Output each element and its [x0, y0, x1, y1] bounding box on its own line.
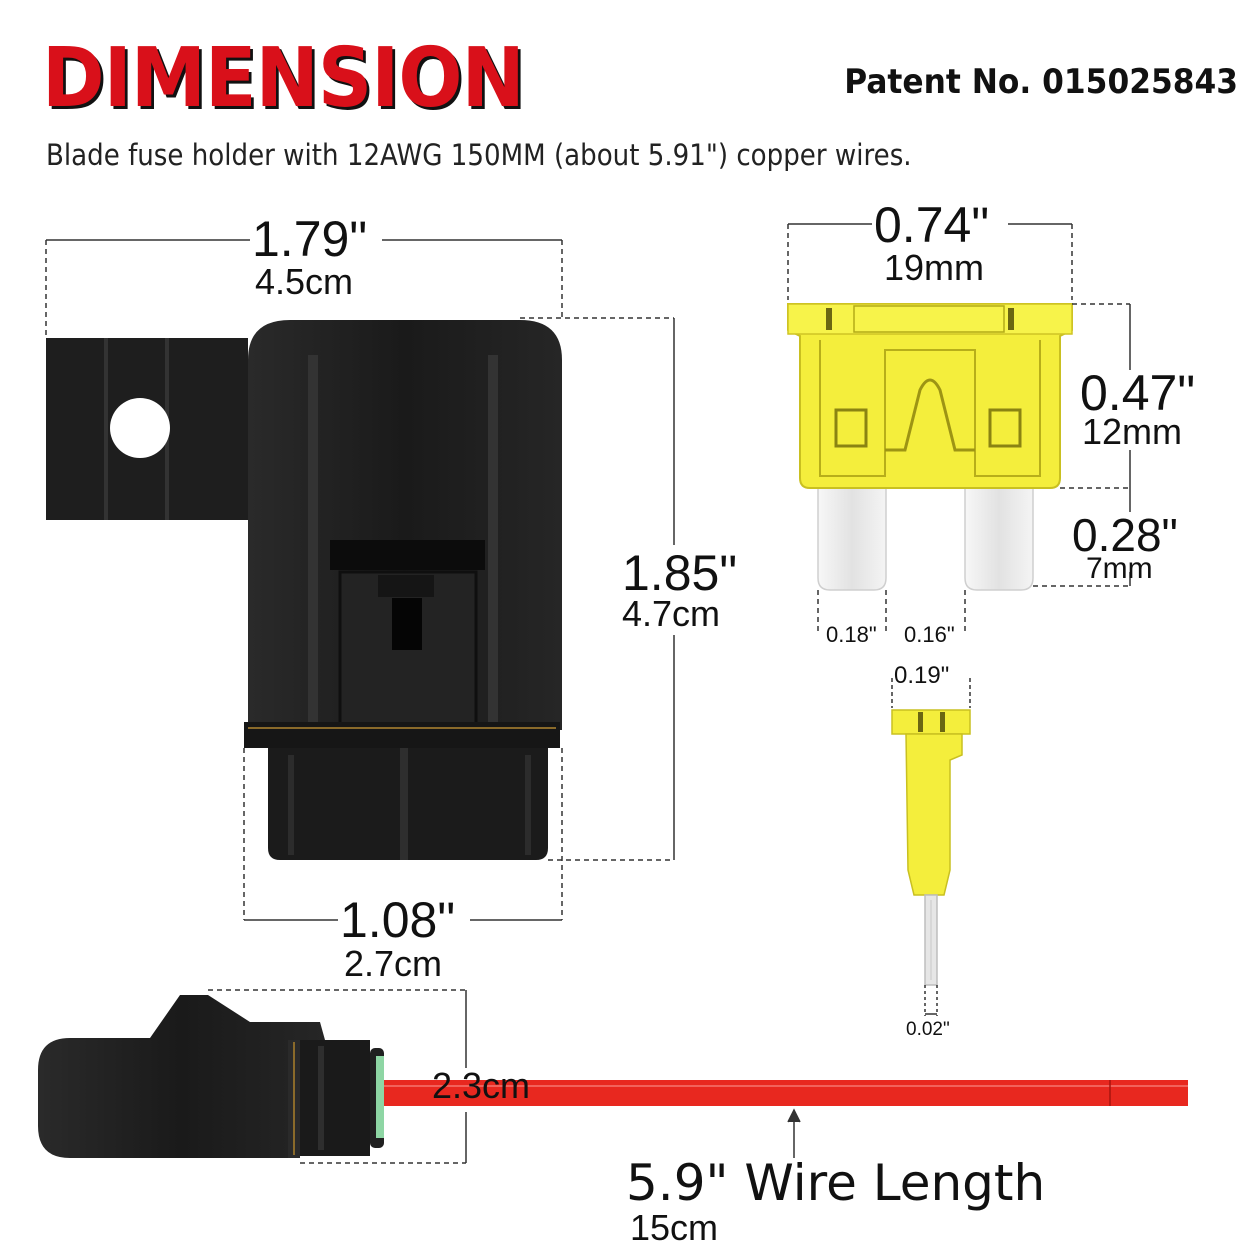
- fuse-thickness-inch: 0.19": [894, 662, 950, 689]
- fuse-body-height-metric: 12mm: [1082, 411, 1183, 452]
- holder-width-metric: 4.5cm: [255, 261, 354, 302]
- patent-number: Patent No. 015025843: [844, 62, 1238, 102]
- holder-base-width-inch: 1.08": [340, 892, 456, 948]
- holder-width-inch: 1.79": [252, 211, 368, 267]
- mounting-hole: [110, 398, 170, 458]
- fuse-width-metric: 19mm: [884, 247, 985, 288]
- fuse-body-height-inch: 0.47": [1080, 365, 1196, 421]
- holder-height-inch: 1.85": [622, 545, 738, 601]
- wire-length-inch: 5.9" Wire Length: [626, 1154, 1046, 1212]
- fuse-blade-length-metric: 7mm: [1086, 552, 1153, 585]
- fuse-blade-width-inch: 0.18": [826, 622, 877, 647]
- blade-fuse-side: [891, 709, 971, 986]
- fuse-blade-length-inch: 0.28": [1072, 509, 1178, 561]
- page-title: DIMENSION: [42, 31, 525, 126]
- fuse-holder-front: [46, 320, 562, 860]
- fuse-dimension-lines: [787, 223, 1131, 634]
- product-description: Blade fuse holder with 12AWG 150MM (abou…: [46, 138, 912, 172]
- fuse-width-inch: 0.74": [874, 197, 990, 253]
- holder-base-width-metric: 2.7cm: [344, 943, 443, 984]
- holder-dimension-lines: [45, 239, 675, 921]
- side-dimension-lines: [208, 989, 801, 1164]
- blade-fuse-front: [787, 303, 1073, 591]
- red-wire: [384, 1080, 1188, 1106]
- fuse-holder-side: [38, 995, 384, 1158]
- fuse-side-dimension-lines: [891, 678, 971, 1016]
- fuse-blade-thickness-inch: 0.02": [906, 1019, 950, 1040]
- wire-length-metric: 15cm: [630, 1207, 719, 1248]
- holder-height-metric: 4.7cm: [622, 593, 721, 634]
- fuse-blade-gap-inch: 0.16": [904, 622, 955, 647]
- holder-side-height-metric: 2.3cm: [432, 1065, 531, 1106]
